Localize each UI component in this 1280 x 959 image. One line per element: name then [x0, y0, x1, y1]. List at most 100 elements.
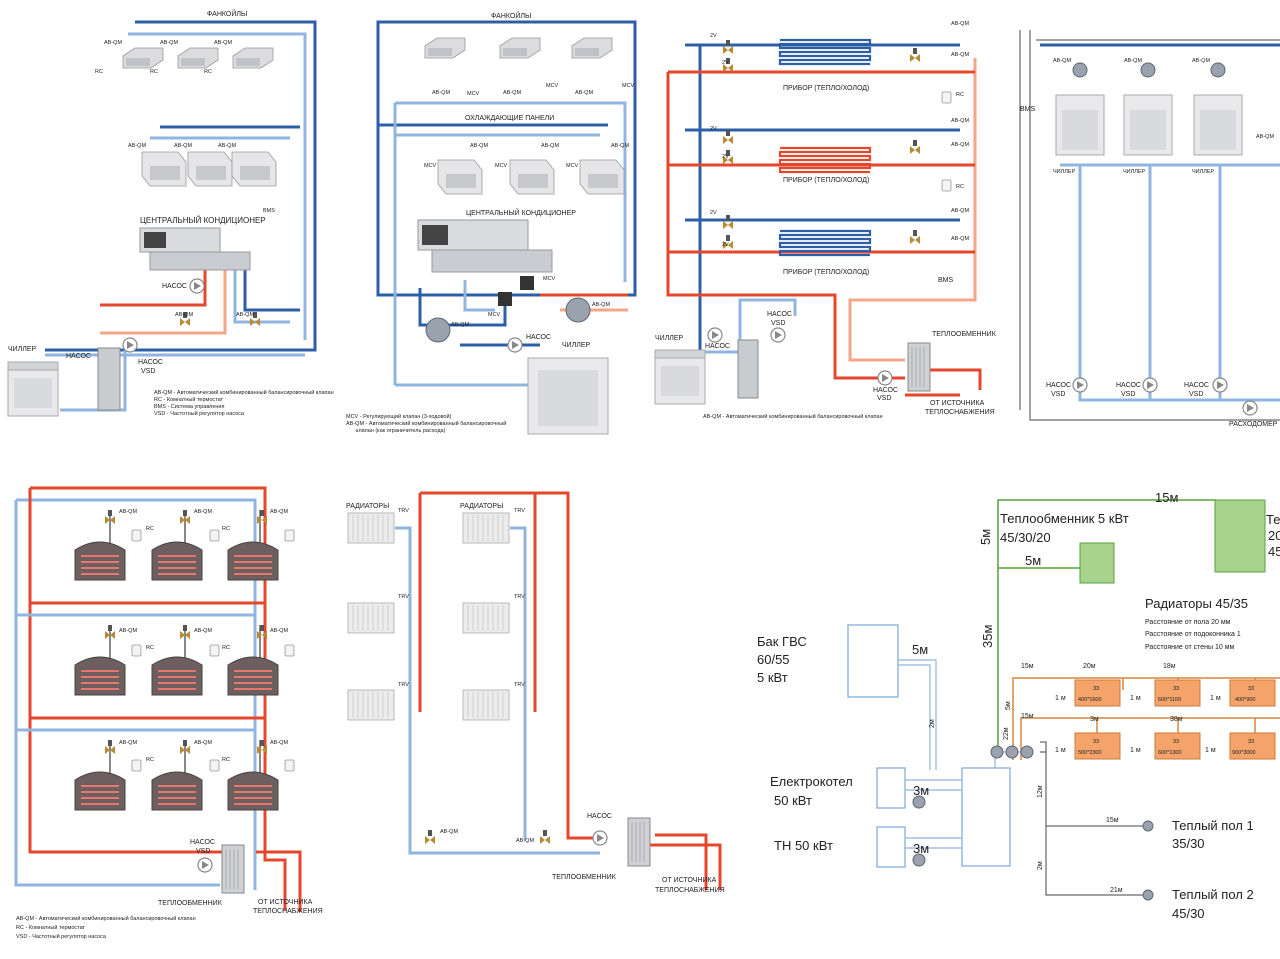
svg-text:Расстояние от пола 20 мм: Расстояние от пола 20 мм [1145, 619, 1231, 626]
thermostat-icon [284, 644, 295, 657]
svg-text:ТЕПЛОСНАБЖЕНИЯ: ТЕПЛОСНАБЖЕНИЯ [925, 409, 995, 416]
svg-text:AB-QM: AB-QM [432, 90, 450, 96]
svg-text:ТЕПЛООБМЕННИК: ТЕПЛООБМЕННИК [158, 900, 223, 907]
thermostat-icon [131, 529, 142, 542]
svg-text:5м: 5м [1025, 553, 1041, 568]
svg-text:MCV: MCV [566, 163, 579, 169]
svg-text:ТЕПЛООБМЕННИК: ТЕПЛООБМЕННИК [552, 874, 617, 881]
svg-text:BMS: BMS [1020, 106, 1036, 113]
radiator-icon [347, 689, 395, 721]
valve-icon [723, 40, 733, 54]
svg-text:BMS: BMS [938, 277, 954, 284]
radiator-icon [462, 512, 510, 544]
svg-text:RC: RC [956, 92, 964, 98]
svg-text:AB-QM - Автоматический комбини: AB-QM - Автоматический комбинированный б… [154, 389, 334, 396]
svg-text:VSD: VSD [877, 395, 891, 402]
svg-text:НАСОС: НАСОС [138, 359, 163, 366]
svg-text:НАСОС: НАСОС [526, 334, 551, 341]
svg-text:35м: 35м [980, 625, 995, 648]
diagram-3-heat-cool-devices: 2V 2V AB-QM AB-QM RC ПРИБОР (ТЕПЛО/ХОЛОД… [654, 21, 997, 420]
svg-text:TRV: TRV [514, 594, 525, 600]
svg-text:3м: 3м [1090, 716, 1099, 723]
diagram-4-chiller-plant: AB-QM AB-QM AB-QM AB-QM BMS ЧИЛЛЕР ЧИЛЛЕ… [1019, 30, 1280, 428]
pump-icon [507, 337, 523, 353]
svg-text:MCV: MCV [424, 163, 437, 169]
heat-exchanger-icon [907, 342, 931, 392]
svg-text:AB-QM: AB-QM [1053, 58, 1071, 64]
valve-icon [723, 215, 733, 229]
svg-text:AB-QM: AB-QM [592, 302, 610, 308]
pump-icon [592, 830, 608, 846]
electric-boiler [876, 767, 906, 809]
svg-text:3м: 3м [913, 841, 929, 856]
air-heater-unit [74, 771, 126, 811]
svg-text:AB-QM: AB-QM [174, 143, 192, 149]
thermostat-icon [284, 759, 295, 772]
svg-text:РАСХОДОМЕР: РАСХОДОМЕР [1229, 421, 1278, 428]
svg-text:20м: 20м [1083, 663, 1096, 670]
svg-text:600*1100: 600*1100 [1158, 697, 1181, 703]
svg-text:Те: Те [1266, 512, 1280, 527]
svg-text:AB-QM - Автоматический комбини: AB-QM - Автоматический комбинированный б… [16, 915, 196, 922]
svg-text:35/30: 35/30 [1172, 836, 1205, 851]
pump-icon [990, 745, 1004, 759]
svg-text:AB-QM: AB-QM [951, 118, 969, 124]
heat-exchanger-5kw [1079, 542, 1115, 584]
svg-text:РАДИАТОРЫ: РАДИАТОРЫ [460, 503, 503, 510]
svg-text:TRV: TRV [398, 508, 409, 514]
svg-text:ЧИЛЛЕР: ЧИЛЛЕР [8, 346, 37, 353]
svg-text:AB-QM: AB-QM [516, 838, 534, 844]
chiller-unit [7, 361, 59, 417]
cassette-unit [437, 159, 483, 195]
svg-text:AB-QM: AB-QM [575, 90, 593, 96]
air-heater-unit [151, 771, 203, 811]
svg-text:ПРИБОР (ТЕПЛО/ХОЛОД): ПРИБОР (ТЕПЛО/ХОЛОД) [783, 177, 869, 184]
svg-text:Радиаторы 45/35: Радиаторы 45/35 [1145, 596, 1248, 611]
svg-text:21м: 21м [1110, 887, 1123, 894]
svg-text:РАДИАТОРЫ: РАДИАТОРЫ [346, 503, 389, 510]
svg-text:AB-QM - Автоматический комбини: AB-QM - Автоматический комбинированный б… [346, 420, 506, 427]
svg-text:5м: 5м [1005, 701, 1012, 710]
hydraulic-separator [737, 339, 759, 399]
thermostat-icon [209, 644, 220, 657]
air-heater-unit [227, 541, 279, 581]
svg-text:5 кВт: 5 кВт [757, 670, 788, 685]
svg-text:НАСОС: НАСОС [1046, 382, 1071, 389]
pump-icon [912, 795, 926, 809]
svg-text:1 м: 1 м [1210, 695, 1221, 702]
svg-text:RC: RC [146, 526, 154, 532]
svg-text:ОХЛАЖДАЮЩИЕ ПАНЕЛИ: ОХЛАЖДАЮЩИЕ ПАНЕЛИ [465, 115, 554, 122]
svg-text:2м: 2м [929, 719, 936, 728]
svg-text:VSD: VSD [771, 320, 785, 327]
svg-text:AB-QM: AB-QM [951, 208, 969, 214]
svg-text:RC: RC [222, 526, 230, 532]
svg-text:AB-QM: AB-QM [611, 143, 629, 149]
valve-icon [540, 830, 550, 844]
svg-text:ЧИЛЛЕР: ЧИЛЛЕР [1123, 169, 1146, 175]
svg-text:НАСОС: НАСОС [1184, 382, 1209, 389]
cassette-unit [579, 159, 625, 195]
svg-text:MCV: MCV [543, 276, 556, 282]
svg-text:400*900: 400*900 [1235, 697, 1256, 703]
svg-text:RC: RC [95, 69, 103, 75]
svg-text:AB-QM: AB-QM [951, 52, 969, 58]
svg-text:AB-QM: AB-QM [270, 740, 288, 746]
svg-text:НАСОС: НАСОС [705, 343, 730, 350]
air-heater-unit [74, 656, 126, 696]
diagram-6-radiators: РАДИАТОРЫ РАДИАТОРЫ TRV TRV TRV TRV TRV … [346, 491, 725, 894]
flowmeter-icon [1242, 400, 1258, 416]
svg-text:3м: 3м [913, 783, 929, 798]
svg-text:TRV: TRV [398, 594, 409, 600]
svg-text:ФАНКОЙЛЫ: ФАНКОЙЛЫ [491, 11, 531, 20]
air-heater-unit [151, 656, 203, 696]
svg-text:ЧИЛЛЕР: ЧИЛЛЕР [655, 335, 684, 342]
thermostat-icon [131, 644, 142, 657]
thermostat-icon [209, 529, 220, 542]
svg-text:VSD - Частотный регулятор насо: VSD - Частотный регулятор насоса [16, 933, 107, 940]
diagram-1-fancoil-system: ФАНКОЙЛЫ AB-QM AB-QM AB-QM RC RC RC AB-Q… [7, 9, 334, 417]
svg-text:900*3000: 900*3000 [1232, 750, 1256, 756]
svg-text:Електрокотел: Електрокотел [770, 774, 853, 789]
